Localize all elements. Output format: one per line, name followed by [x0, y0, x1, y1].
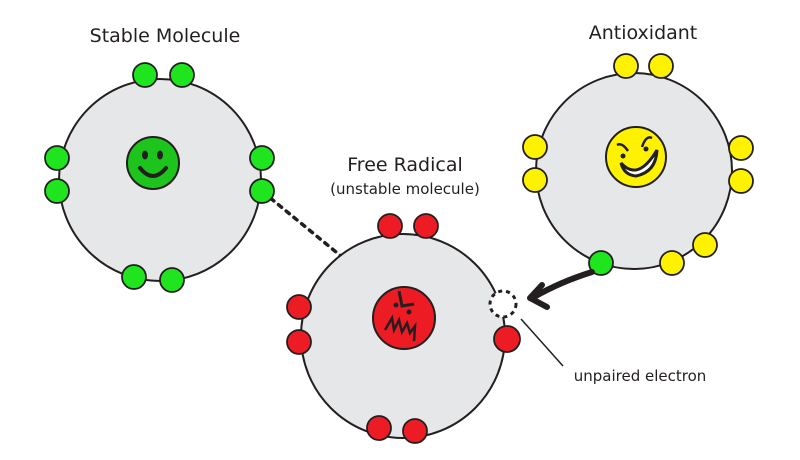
- angry-face-icon: [372, 286, 436, 350]
- free-radical-sublabel: (unstable molecule): [330, 180, 480, 198]
- antioxidant-label: Antioxidant: [589, 22, 698, 44]
- donated-electron: [588, 250, 614, 276]
- stable-molecule: Stable Molecule: [44, 25, 275, 293]
- stable-molecule-label: Stable Molecule: [90, 25, 241, 47]
- antioxidant-electrons: [522, 53, 754, 276]
- unpaired-electron-label: unpaired electron: [574, 367, 707, 385]
- happy-face-icon: [126, 136, 180, 190]
- stable-electrons: [44, 62, 275, 293]
- grinning-face-icon: [605, 126, 667, 188]
- antioxidant: Antioxidant: [522, 22, 754, 276]
- leader-line: [520, 318, 564, 367]
- transfer-arrow: [527, 269, 595, 310]
- unpaired-electron-slot: [488, 289, 518, 319]
- free-radical: Free Radical (unstable molecule): [286, 154, 521, 444]
- radical-electrons: [286, 213, 521, 444]
- free-radical-label: Free Radical: [347, 154, 463, 176]
